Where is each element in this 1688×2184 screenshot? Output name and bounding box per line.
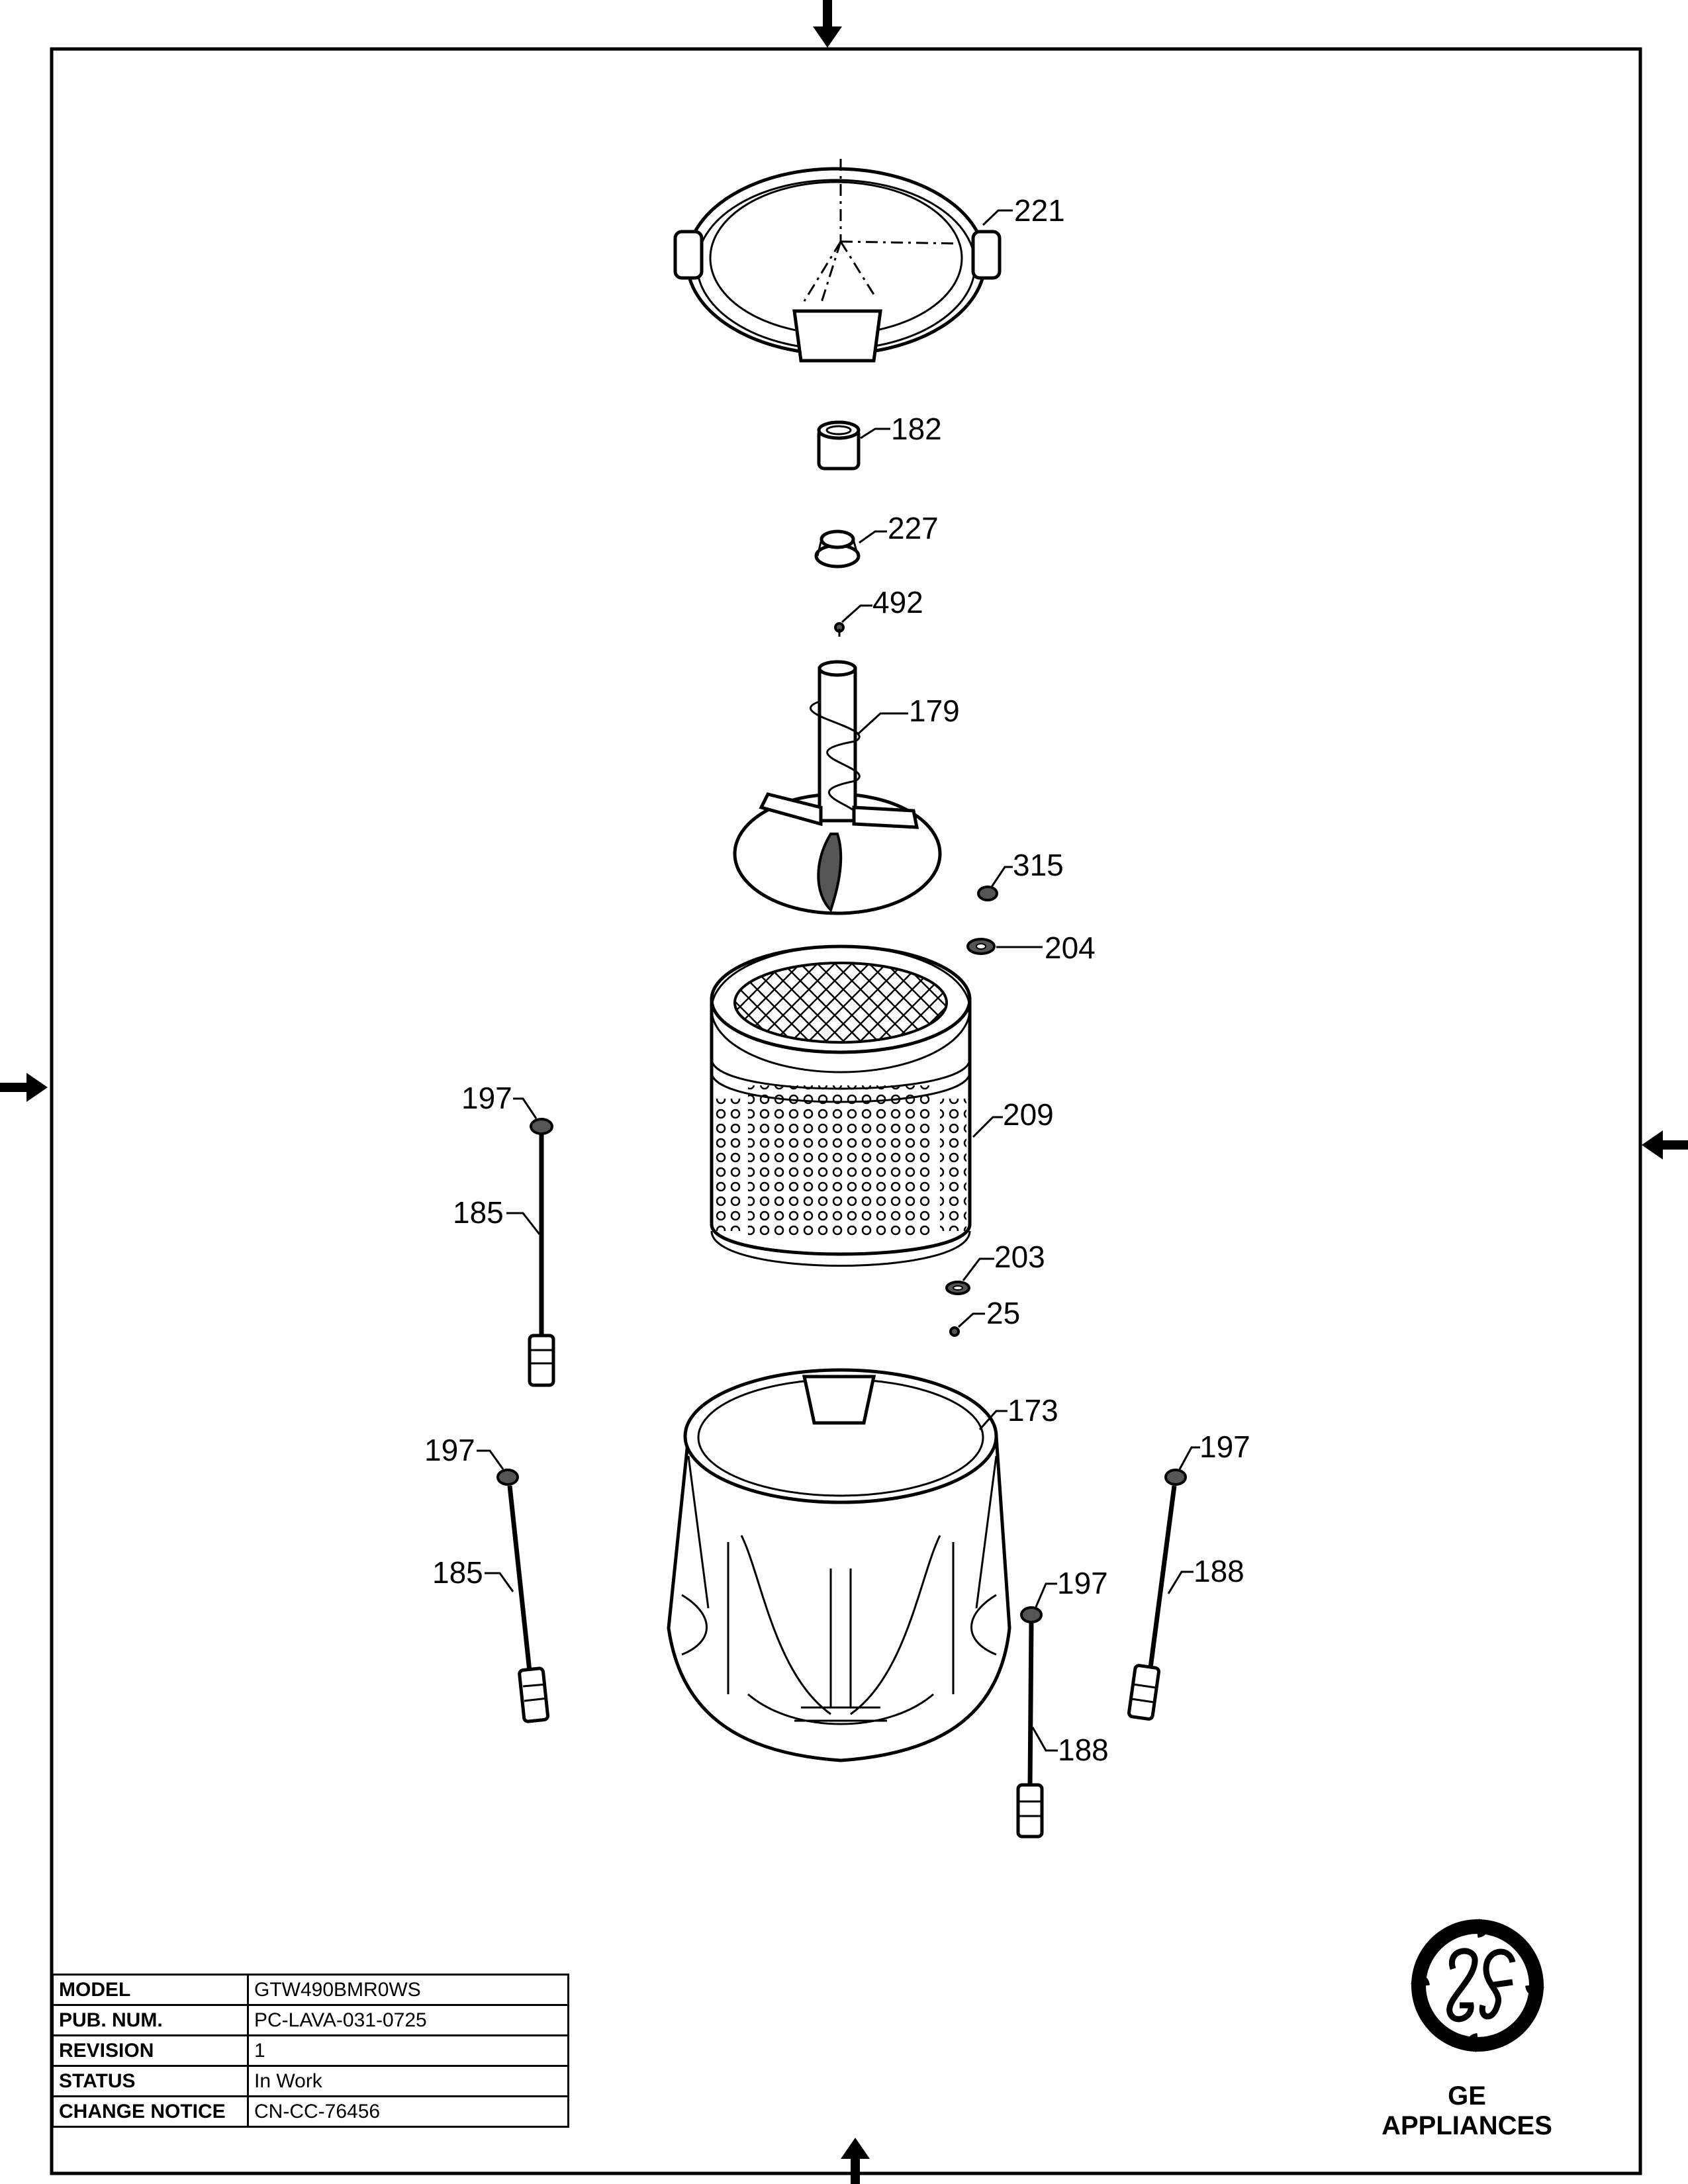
callout-227: 227: [888, 511, 939, 545]
callout-209: 209: [1003, 1097, 1054, 1132]
revision-label: REVISION: [52, 2034, 249, 2067]
change-notice-label: CHANGE NOTICE: [52, 2095, 249, 2128]
brand-name: GE APPLIANCES: [1382, 2081, 1552, 2140]
part-203-washer: [945, 1281, 970, 1295]
callout-197-d: 197: [1057, 1566, 1108, 1600]
part-182-bushing: [817, 420, 861, 471]
leader-182: [860, 428, 890, 439]
part-25-screw: [949, 1326, 960, 1337]
part-173-tub: [667, 1368, 1011, 1762]
callout-188-a: 188: [1194, 1554, 1244, 1588]
sheet-border: [50, 47, 1642, 2175]
title-row-model: MODEL GTW490BMR0WS: [52, 1974, 569, 2006]
callout-173: 173: [1008, 1393, 1058, 1428]
leader-188-b: [1031, 1727, 1058, 1752]
callout-492: 492: [872, 585, 923, 619]
callout-197-a: 197: [461, 1081, 512, 1115]
leader-173: [978, 1410, 1008, 1430]
callout-25: 25: [986, 1296, 1020, 1330]
callout-315: 315: [1013, 848, 1064, 882]
model-label: MODEL: [52, 1974, 249, 2006]
leader-315: [990, 866, 1013, 887]
status-label: STATUS: [52, 2065, 249, 2097]
leader-197-b: [477, 1449, 504, 1470]
ge-monogram-logo: [1411, 1919, 1544, 2052]
pub-num-value: PC-LAVA-031-0725: [247, 2004, 569, 2036]
leader-25: [957, 1312, 985, 1328]
callout-185-b: 185: [432, 1555, 483, 1590]
model-value: GTW490BMR0WS: [247, 1974, 569, 2006]
callout-182: 182: [891, 412, 942, 446]
suspension-rod-center-right: [1016, 1606, 1044, 1839]
suspension-rod-upper-left: [528, 1118, 555, 1387]
leader-221: [982, 209, 1013, 226]
leader-197-c: [1178, 1446, 1200, 1470]
suspension-rod-lower-left: [496, 1469, 549, 1723]
part-315-cap: [977, 886, 998, 901]
title-row-status: STATUS In Work: [52, 2065, 569, 2097]
pub-num-label: PUB. NUM.: [52, 2004, 249, 2036]
leader-185-a: [506, 1212, 541, 1235]
callout-179: 179: [909, 694, 960, 728]
callout-203: 203: [994, 1240, 1045, 1274]
part-179-impeller: [733, 660, 942, 915]
callout-188-b: 188: [1058, 1733, 1109, 1767]
part-227-seal: [814, 529, 861, 569]
callout-185-a: 185: [453, 1195, 504, 1230]
callout-197-b: 197: [424, 1433, 475, 1467]
centering-arrow-right: [1642, 1130, 1688, 1160]
part-221-ring: [673, 159, 1002, 363]
centering-arrow-top: [813, 0, 842, 48]
leader-227: [859, 530, 887, 544]
callout-204: 204: [1045, 931, 1096, 965]
part-209-basket: [710, 944, 972, 1267]
title-block: MODEL GTW490BMR0WS PUB. NUM. PC-LAVA-031…: [52, 1974, 569, 2128]
part-204-washer: [966, 938, 996, 955]
status-value: In Work: [247, 2065, 569, 2097]
title-row-revision: REVISION 1: [52, 2034, 569, 2067]
leader-197-d: [1035, 1582, 1057, 1608]
callout-221: 221: [1014, 193, 1065, 228]
leader-188-a: [1167, 1570, 1194, 1594]
suspension-rod-right: [1127, 1469, 1187, 1721]
centering-arrow-bottom: [841, 2138, 870, 2184]
title-row-change: CHANGE NOTICE CN-CC-76456: [52, 2095, 569, 2128]
centering-arrow-left: [0, 1073, 48, 1102]
leader-492: [841, 604, 872, 623]
leader-197-a: [513, 1097, 538, 1119]
leader-209: [972, 1116, 1003, 1138]
revision-value: 1: [247, 2034, 569, 2067]
leader-179: [856, 712, 908, 736]
leader-185-b: [485, 1572, 514, 1592]
leader-203: [962, 1257, 994, 1281]
title-row-pub: PUB. NUM. PC-LAVA-031-0725: [52, 2004, 569, 2036]
change-notice-value: CN-CC-76456: [247, 2095, 569, 2128]
part-492-screw: [834, 622, 845, 637]
callout-197-c: 197: [1199, 1430, 1250, 1464]
